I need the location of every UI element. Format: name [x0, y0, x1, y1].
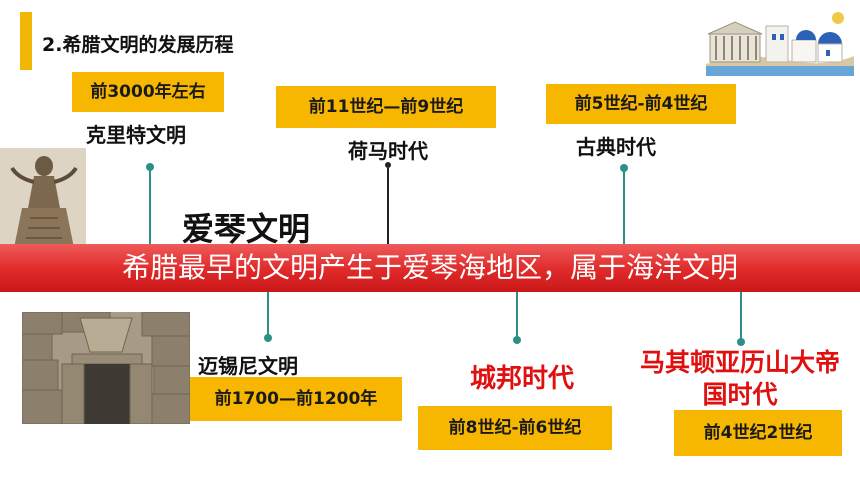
lion-gate-photo — [22, 312, 190, 424]
macedon-date-box: 前4世纪2世纪 — [674, 410, 842, 456]
snake-goddess-photo — [0, 148, 86, 248]
homer-label: 荷马时代 — [348, 139, 428, 163]
macedon-label-line2: 国时代 — [702, 380, 778, 409]
city-state-date-box: 前8世纪-前6世纪 — [418, 406, 612, 450]
classical-date-box: 前5世纪-前4世纪 — [546, 84, 736, 124]
homer-date-box: 前11世纪—前9世纪 — [276, 86, 496, 128]
macedon-connector — [740, 292, 742, 340]
classical-label: 古典时代 — [576, 135, 656, 159]
mycenae-date-box: 前1700—前1200年 — [190, 377, 402, 421]
mycenae-connector-dot — [264, 334, 272, 342]
timeline-banner — [0, 244, 860, 292]
aegean-civilization-label: 爱琴文明 — [182, 210, 311, 248]
page-title: 2.希腊文明的发展历程 — [42, 34, 234, 56]
city-state-label: 城邦时代 — [469, 364, 574, 394]
mycenae-connector — [267, 292, 269, 336]
city-state-connector-dot — [513, 336, 521, 344]
crete-connector-dot — [146, 163, 154, 171]
banner-text: 希腊最早的文明产生于爱琴海地区，属于海洋文明 — [121, 251, 738, 284]
title-accent-bar — [20, 12, 32, 70]
macedon-label-line1: 马其顿亚历山大帝 — [639, 348, 840, 377]
crete-label: 克里特文明 — [86, 123, 186, 147]
city-state-connector — [516, 292, 518, 338]
crete-connector — [149, 170, 151, 244]
macedon-connector-dot — [737, 338, 745, 346]
homer-connector — [387, 168, 389, 244]
santorini-illustration — [706, 4, 854, 76]
homer-connector-dot — [385, 162, 391, 168]
classical-connector — [623, 171, 625, 244]
crete-date-box: 前3000年左右 — [72, 72, 224, 112]
mycenae-label: 迈锡尼文明 — [198, 354, 298, 378]
classical-connector-dot — [620, 164, 628, 172]
